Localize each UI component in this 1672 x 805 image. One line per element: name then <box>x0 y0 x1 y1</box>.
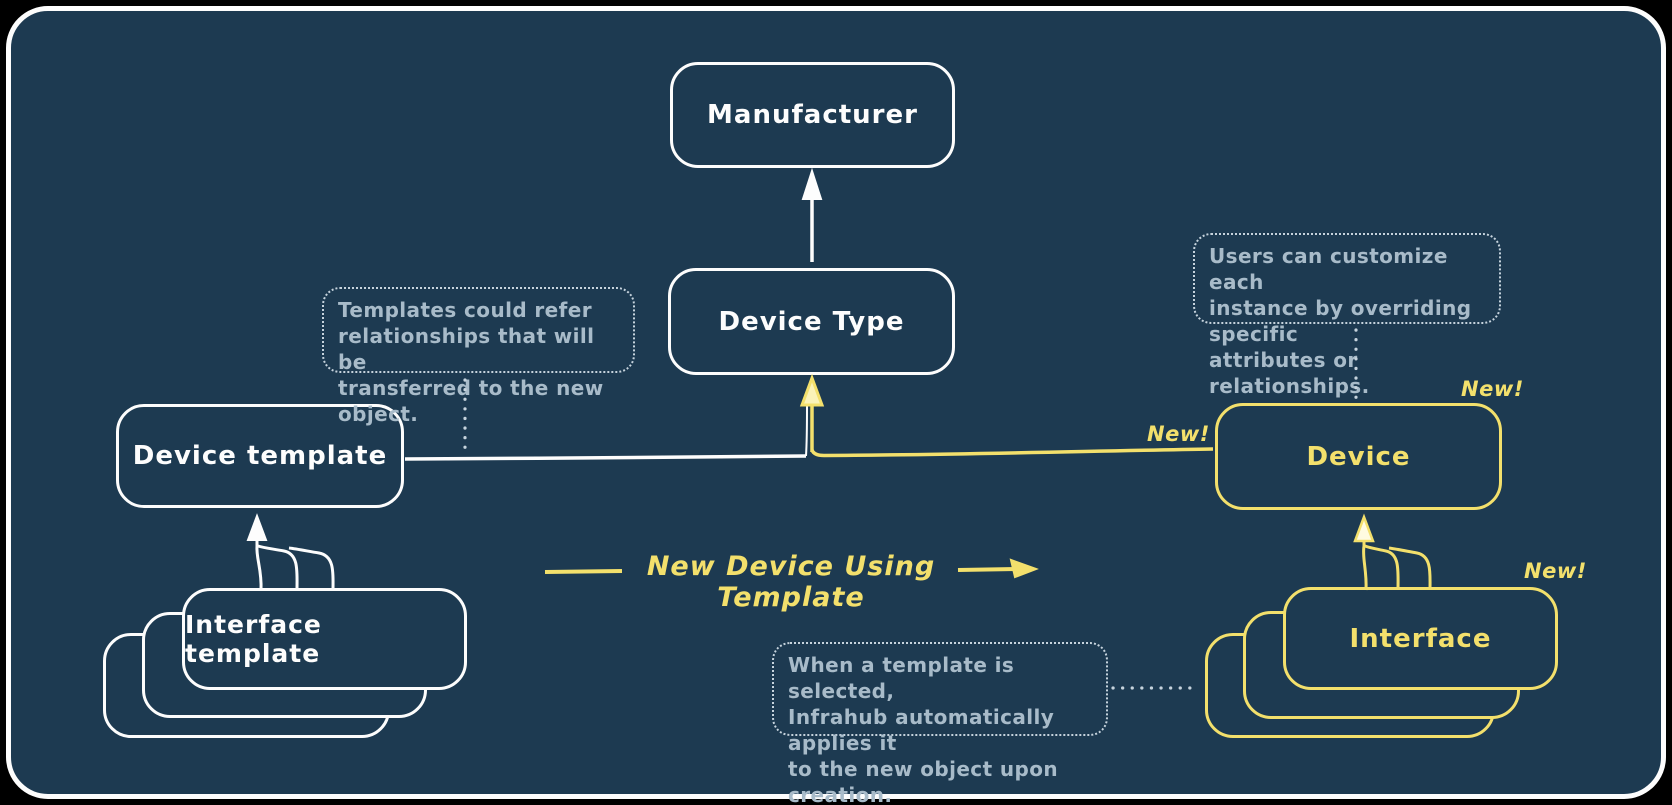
manufacturer-node: Manufacturer <box>670 62 955 168</box>
new-badge-line: New! <box>1147 422 1210 446</box>
device-node: Device <box>1215 403 1502 510</box>
device-type-label: Device Type <box>718 306 905 337</box>
interface-template-label: Interface template <box>185 610 322 668</box>
templates-note: Templates could refer relationships that… <box>322 287 635 426</box>
device-template-label: Device template <box>132 441 388 471</box>
apply-note-line: to the new object upon creation. <box>788 757 1059 805</box>
templates-note-line: relationships that will be <box>338 324 595 374</box>
customize-note: Users can customize each instance by ove… <box>1193 233 1501 398</box>
apply-note-line: When a template is selected, <box>788 653 1015 703</box>
interface-template-node: Interface template <box>182 588 467 690</box>
templates-note-line: transferred to the new object. <box>338 376 604 426</box>
manufacturer-label: Manufacturer <box>707 100 918 130</box>
apply-note-line: Infrahub automatically applies it <box>788 705 1055 755</box>
flow-label: New Device Using Template <box>646 551 936 613</box>
templates-note-line: Templates could refer <box>338 298 592 322</box>
customize-note-line: Users can customize each <box>1209 244 1448 294</box>
device-type-node: Device Type <box>668 268 955 375</box>
device-label: Device <box>1306 441 1411 472</box>
device-template-node: Device template <box>116 404 404 508</box>
apply-note: When a template is selected, Infrahub au… <box>772 642 1108 805</box>
customize-note-line: attributes or relationships. <box>1209 348 1370 398</box>
new-badge-interface: New! <box>1524 559 1587 583</box>
interface-label: Interface <box>1349 623 1492 654</box>
new-badge-device: New! <box>1461 377 1524 401</box>
customize-note-line: instance by overriding specific <box>1209 296 1472 346</box>
interface-node: Interface <box>1283 587 1558 690</box>
